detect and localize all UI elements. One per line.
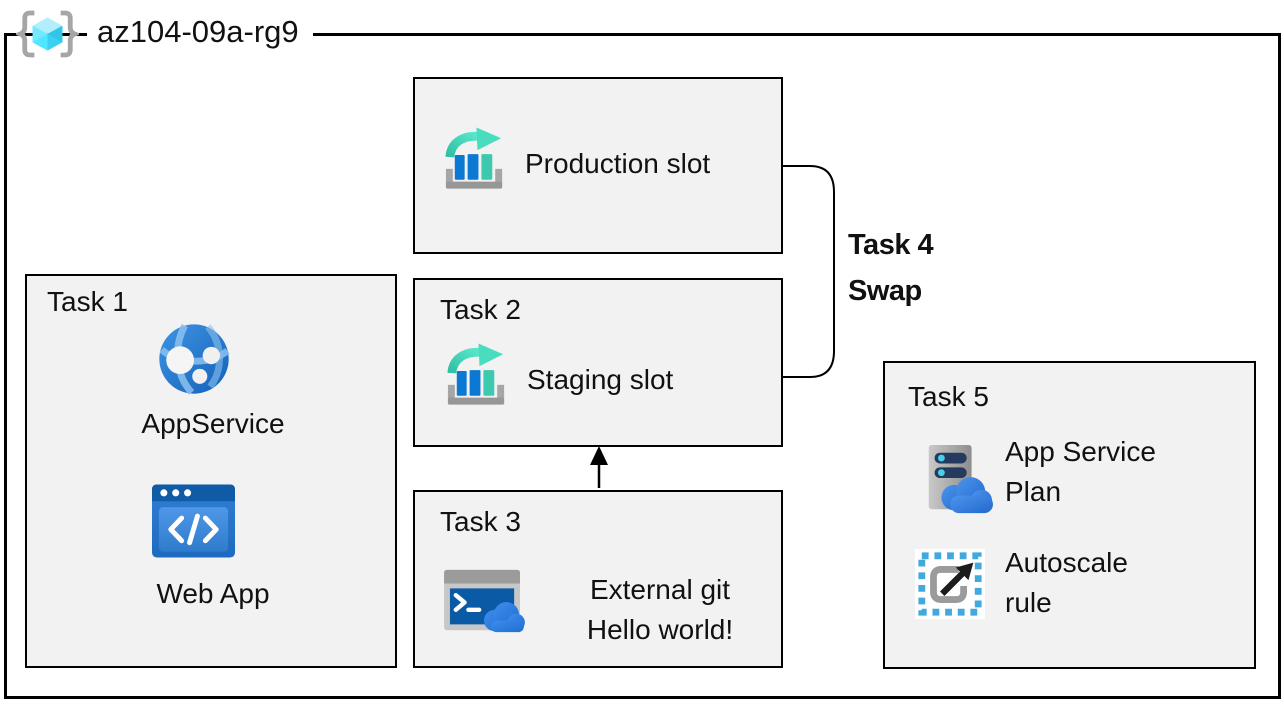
web-app-icon xyxy=(152,484,235,558)
autoscale-line1: Autoscale xyxy=(1005,547,1128,578)
deployment-slots-icon xyxy=(447,343,505,405)
resource-group-header: az104-09a-rg9 xyxy=(16,8,313,60)
production-slot-box: Production slot xyxy=(413,77,783,254)
staging-slot-label: Staging slot xyxy=(527,364,674,395)
task5-box: Task 5 App Service xyxy=(883,361,1256,669)
task4-line2: Swap xyxy=(848,275,922,307)
task4-line1: Task 4 xyxy=(848,229,934,261)
task3-line-hello-world: Hello world! xyxy=(586,614,734,645)
task3-title: Task 3 xyxy=(440,506,521,537)
app-service-icon xyxy=(159,323,230,395)
autoscale-line2: rule xyxy=(1005,587,1052,618)
deployment-slots-icon xyxy=(445,127,503,189)
production-slot-label: Production slot xyxy=(525,148,711,179)
task3-text: External git Hello world! xyxy=(545,570,775,650)
app-service-plan-label: App Service Plan xyxy=(1005,432,1156,512)
app-service-label: AppService xyxy=(141,408,285,439)
task3-line-external-git: External git xyxy=(589,574,731,605)
task3-box: Task 3 External git Hello world! xyxy=(413,490,783,668)
resource-group-border xyxy=(4,33,1281,699)
app-service-plan-line2: Plan xyxy=(1005,476,1062,507)
autoscale-rule-label: Autoscale rule xyxy=(1005,543,1128,623)
resource-group-icon xyxy=(16,10,79,58)
task1-title: Task 1 xyxy=(47,286,128,317)
task1-box: Task 1 AppService xyxy=(25,274,397,668)
resource-group-label: az104-09a-rg9 xyxy=(87,12,313,56)
web-app-label: Web App xyxy=(156,578,270,609)
task5-title: Task 5 xyxy=(908,381,989,412)
autoscale-rule-icon xyxy=(915,549,985,619)
task4-swap-label: Task 4 Swap xyxy=(848,222,934,314)
app-service-plan-line1: App Service xyxy=(1005,436,1156,467)
task2-title: Task 2 xyxy=(440,294,521,325)
cloud-shell-icon xyxy=(444,569,525,633)
app-service-plan-icon xyxy=(928,444,993,514)
task2-box: Task 2 Staging slot xyxy=(413,278,783,447)
